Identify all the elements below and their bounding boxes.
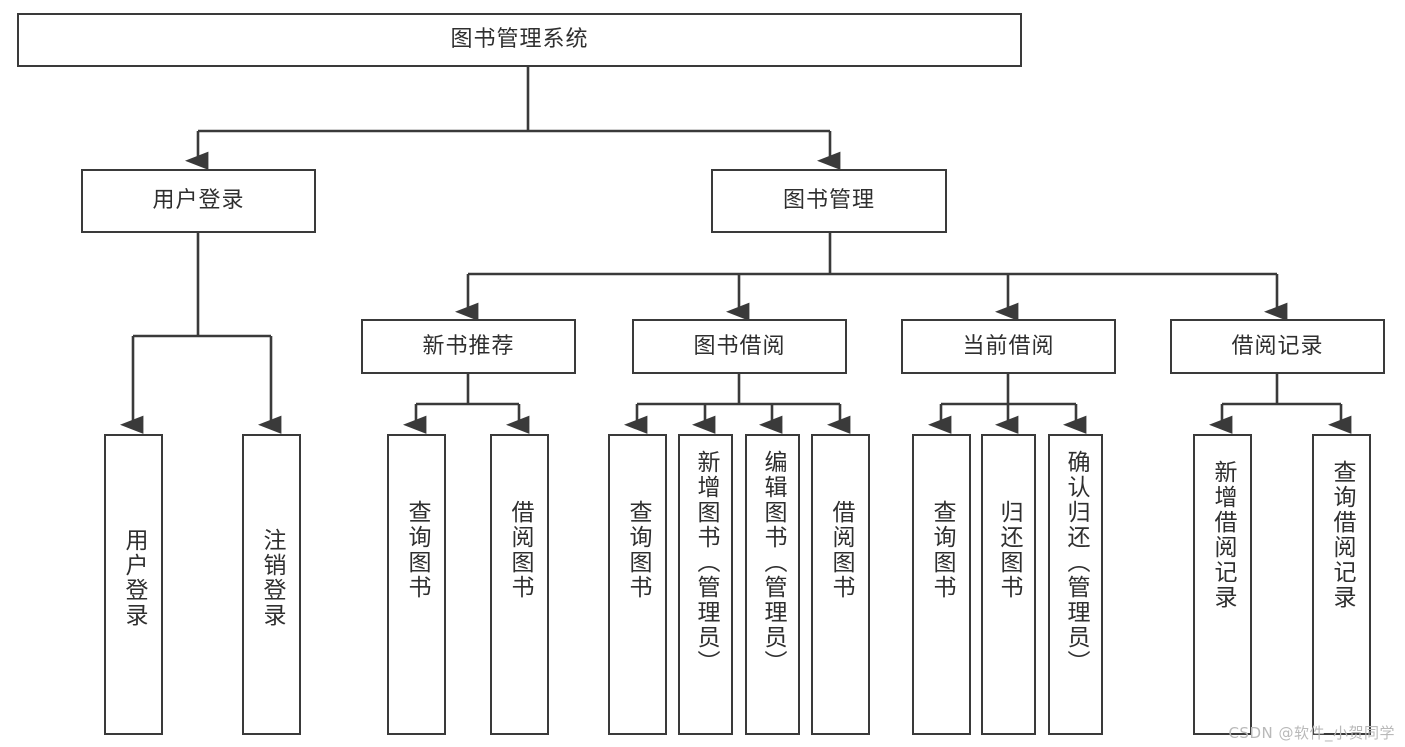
node-label: 新书推荐 <box>422 333 515 359</box>
node-book-borrow[interactable]: 图书借阅 <box>632 319 847 374</box>
node-label: 用户登录 <box>152 188 245 214</box>
node-current-borrow[interactable]: 当前借阅 <box>901 319 1116 374</box>
leaf-add-borrow-record[interactable]: 新增借阅记录 <box>1193 434 1252 735</box>
node-label: 查询图书 <box>625 500 651 600</box>
node-borrow-record[interactable]: 借阅记录 <box>1170 319 1385 374</box>
node-label: 确认归还（管理员） <box>1063 450 1089 675</box>
node-label: 图书管理 <box>782 188 875 214</box>
node-label: 新增借阅记录 <box>1210 460 1236 610</box>
node-root-book-management-system[interactable]: 图书管理系统 <box>17 13 1022 67</box>
node-user-login[interactable]: 用户登录 <box>81 169 316 233</box>
node-label: 借阅图书 <box>828 500 854 600</box>
node-new-book-recommend[interactable]: 新书推荐 <box>361 319 576 374</box>
node-label: 借阅图书 <box>507 500 533 600</box>
leaf-query-borrow-record[interactable]: 查询借阅记录 <box>1312 434 1371 735</box>
leaf-confirm-return-admin[interactable]: 确认归还（管理员） <box>1048 434 1103 735</box>
leaf-borrow-borrow-book[interactable]: 借阅图书 <box>811 434 870 735</box>
node-label: 查询借阅记录 <box>1329 460 1355 610</box>
leaf-logout[interactable]: 注销登录 <box>242 434 301 735</box>
node-label: 借阅记录 <box>1231 333 1324 359</box>
leaf-new-book-borrow-book[interactable]: 借阅图书 <box>490 434 549 735</box>
node-label: 当前借阅 <box>962 333 1055 359</box>
leaf-borrow-query-book[interactable]: 查询图书 <box>608 434 667 735</box>
node-label: 归还图书 <box>996 500 1022 600</box>
leaf-edit-book-admin[interactable]: 编辑图书（管理员） <box>745 434 800 735</box>
node-label: 注销登录 <box>259 528 285 628</box>
node-label: 新增图书（管理员） <box>693 450 719 675</box>
node-label: 用户登录 <box>121 528 147 628</box>
node-label: 查询图书 <box>404 500 430 600</box>
node-book-management[interactable]: 图书管理 <box>711 169 947 233</box>
leaf-new-book-query-book[interactable]: 查询图书 <box>387 434 446 735</box>
node-label: 编辑图书（管理员） <box>760 450 786 675</box>
leaf-current-query-book[interactable]: 查询图书 <box>912 434 971 735</box>
watermark-text: CSDN @软件_小贺同学 <box>1228 724 1395 742</box>
leaf-add-book-admin[interactable]: 新增图书（管理员） <box>678 434 733 735</box>
node-label: 图书借阅 <box>693 333 786 359</box>
leaf-user-login[interactable]: 用户登录 <box>104 434 163 735</box>
leaf-return-book[interactable]: 归还图书 <box>981 434 1036 735</box>
node-label: 图书管理系统 <box>450 27 589 53</box>
node-label: 查询图书 <box>929 500 955 600</box>
